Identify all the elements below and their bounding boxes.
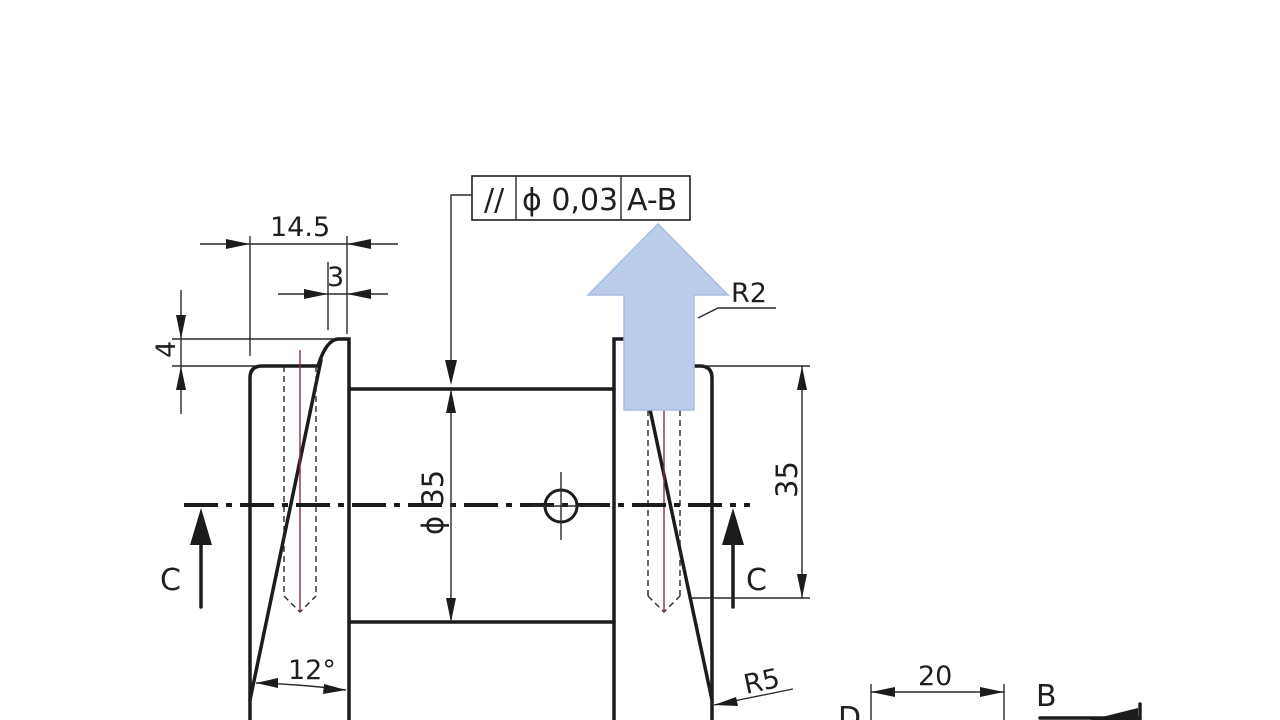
fcf-datum: A-B	[627, 183, 677, 218]
dimension-bore-diameter-label: ϕ 35	[416, 470, 450, 535]
dimension-width-total	[200, 236, 398, 356]
dimension-flange-step-label: 4	[151, 341, 182, 358]
shaft-body	[347, 387, 616, 624]
dimension-flange-step	[172, 290, 334, 414]
fillet-bottom-label: R5	[741, 663, 783, 701]
dimension-width-step	[278, 262, 388, 330]
section-label-left: C	[160, 563, 181, 598]
fillet-top-leader	[697, 307, 776, 319]
section-arrow-right	[722, 508, 744, 609]
dimension-taper-angle-label: 12°	[288, 655, 336, 686]
datum-label-b: B	[1036, 679, 1057, 714]
highlight-arrow-icon	[586, 222, 730, 411]
left-flange	[248, 337, 351, 720]
dimension-bore-diameter	[446, 389, 456, 622]
dimension-height-label: 35	[770, 461, 804, 498]
dimension-width-total-label: 14.5	[270, 212, 330, 243]
section-arrow-left	[190, 508, 212, 609]
fcf-tolerance: ϕ 0,03	[522, 183, 618, 218]
hidden-hole-left	[283, 350, 317, 613]
feature-control-frame	[445, 175, 691, 385]
dimension-width-step-label: 3	[327, 262, 344, 293]
fcf-symbol: //	[484, 183, 505, 218]
dimension-bottom-length	[870, 684, 1005, 720]
center-mark	[530, 472, 600, 540]
datum-marker-b	[1038, 702, 1142, 720]
datum-label-d: D	[838, 701, 861, 720]
fillet-top-label: R2	[731, 278, 767, 309]
dimension-height	[690, 365, 810, 599]
dimension-bottom-length-label: 20	[918, 661, 952, 692]
fillet-bottom-leader	[713, 688, 794, 706]
dimension-taper-angle	[255, 678, 347, 694]
section-label-right: C	[746, 563, 767, 598]
